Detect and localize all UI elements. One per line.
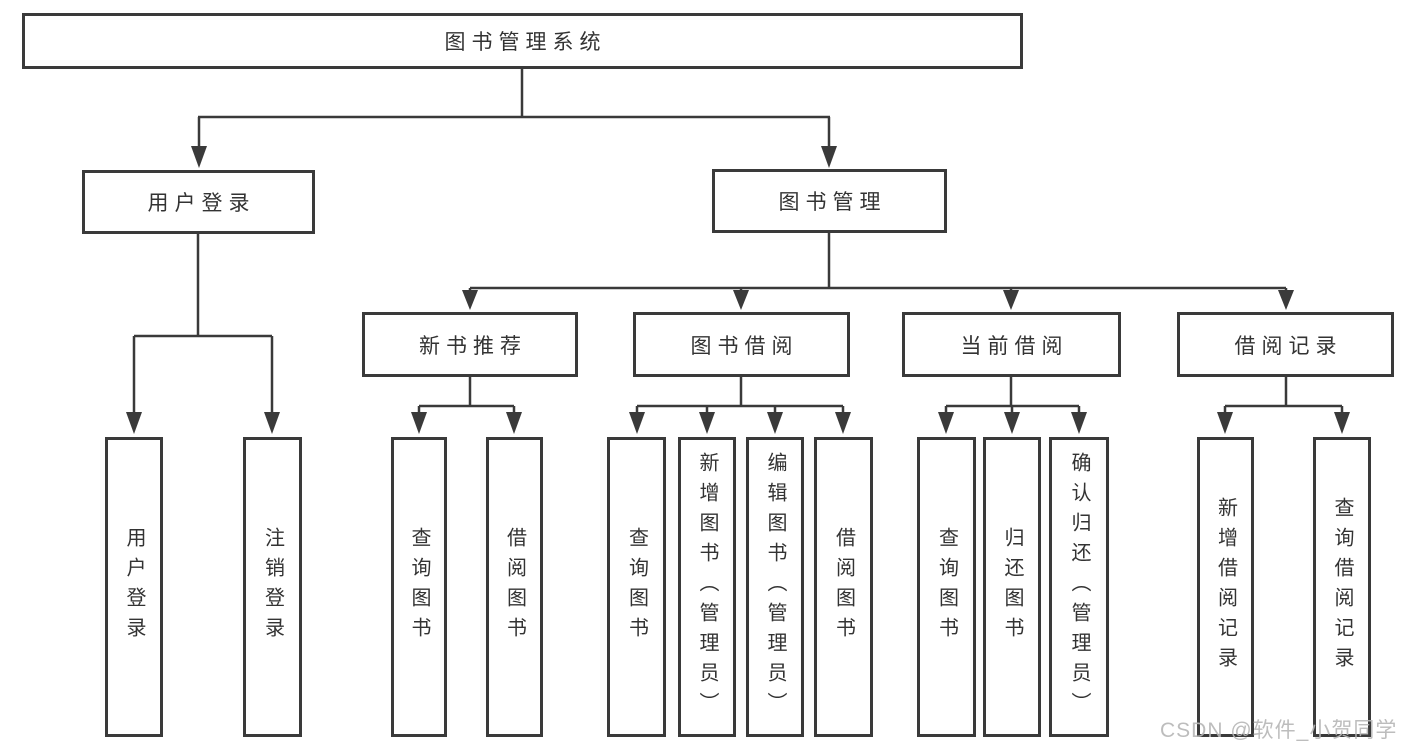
node-book-management-branch: 图书管理 xyxy=(712,169,947,233)
leaf-borrow-books-recommend: 借阅图书 xyxy=(486,437,543,737)
node-user-login-branch: 用户登录 xyxy=(82,170,315,234)
leaf-query-borrow-record: 查询借阅记录 xyxy=(1313,437,1371,737)
leaf-query-books-current: 查询图书 xyxy=(917,437,976,737)
leaf-borrow-books: 借阅图书 xyxy=(814,437,873,737)
arrowheads xyxy=(126,146,1350,434)
leaf-add-books-admin: 新增图书（管理员） xyxy=(678,437,736,737)
node-new-book-recommendation: 新书推荐 xyxy=(362,312,578,377)
node-book-borrowing: 图书借阅 xyxy=(633,312,850,377)
node-root-library-management-system: 图书管理系统 xyxy=(22,13,1023,69)
node-current-borrowing: 当前借阅 xyxy=(902,312,1121,377)
leaf-user-login: 用户登录 xyxy=(105,437,163,737)
leaf-query-books-recommend: 查询图书 xyxy=(391,437,447,737)
leaf-query-books-borrowing: 查询图书 xyxy=(607,437,666,737)
leaf-edit-books-admin: 编辑图书（管理员） xyxy=(746,437,804,737)
leaf-logout: 注销登录 xyxy=(243,437,302,737)
leaf-return-books: 归还图书 xyxy=(983,437,1041,737)
leaf-add-borrow-record: 新增借阅记录 xyxy=(1197,437,1254,737)
leaf-confirm-return-admin: 确认归还（管理员） xyxy=(1049,437,1109,737)
csdn-watermark: CSDN @软件_小贺同学 xyxy=(1160,719,1398,742)
node-borrowing-records: 借阅记录 xyxy=(1177,312,1394,377)
